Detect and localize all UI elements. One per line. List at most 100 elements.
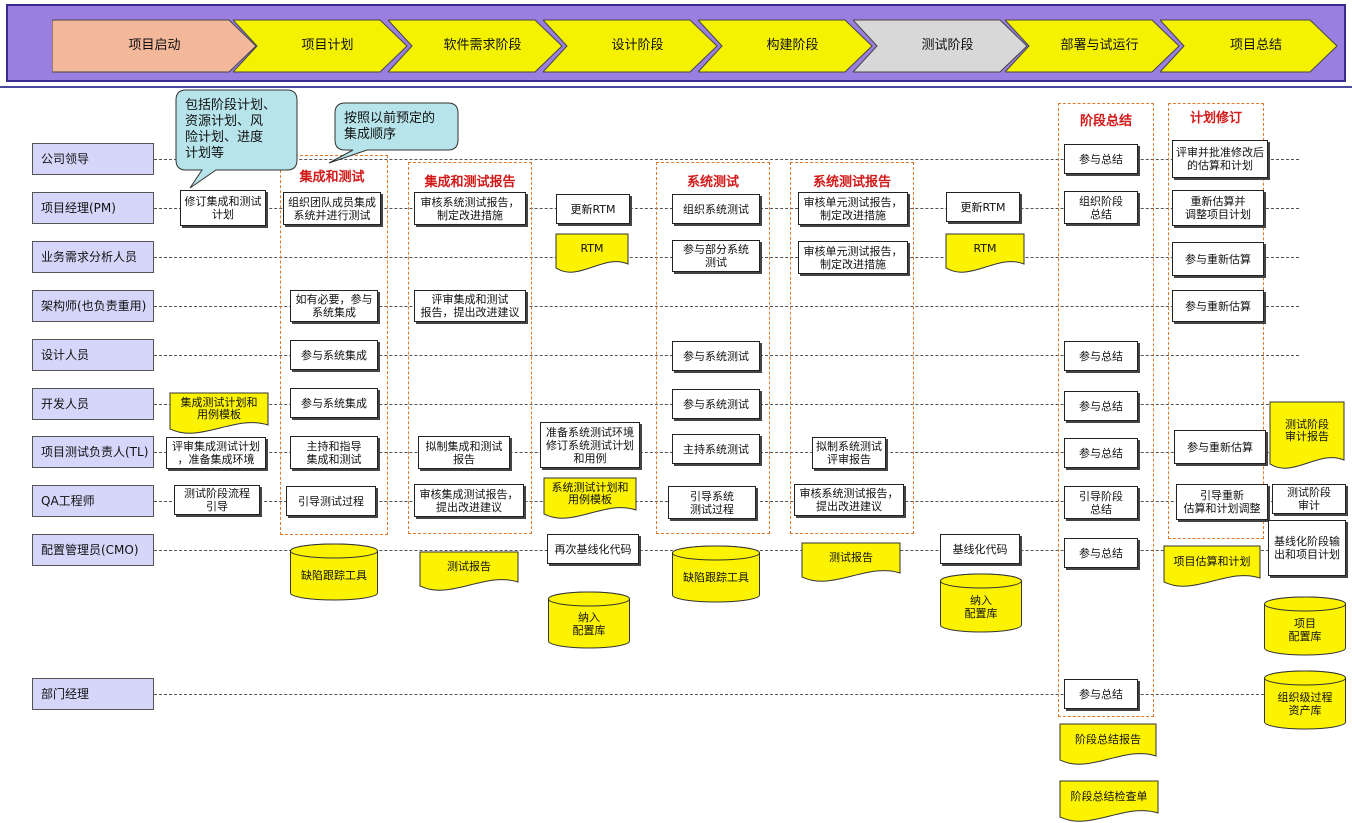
group-system-test <box>656 162 770 534</box>
callout-text: 按照以前预定的 集成顺序 <box>344 111 436 142</box>
doc-stage-sum-report[interactable]: 阶段总结报告 <box>1059 723 1157 765</box>
phase-arrow-shape <box>853 19 1028 73</box>
cylinder-config-lib-2[interactable]: 纳入 配置库 <box>940 573 1022 633</box>
step-join-sum-design[interactable]: 参与总结 <box>1064 341 1138 371</box>
step-lead-integration[interactable]: 主持和指导 集成和测试 <box>290 436 378 469</box>
phase-arrow-shape <box>233 19 408 73</box>
doc-int-test-plan-tpl[interactable]: 集成测试计划和 用例模板 <box>169 392 269 434</box>
group-title: 阶段总结 <box>1079 114 1132 129</box>
step-re-estimate[interactable]: 重新估算并 调整项目计划 <box>1172 190 1264 226</box>
doc-stage-sum-checklist[interactable]: 阶段总结检查单 <box>1059 780 1159 822</box>
phase-step-8[interactable]: 项目总结 <box>1160 19 1338 73</box>
step-join-integration-arch[interactable]: 如有必要，参与 系统集成 <box>290 290 378 322</box>
doc-label: 阶段总结报告 <box>1075 733 1141 746</box>
role-10: 部门经理 <box>32 678 154 710</box>
cylinder-config-lib-1[interactable]: 纳入 配置库 <box>548 591 630 649</box>
step-lead-sys-test[interactable]: 主持系统测试 <box>672 434 760 464</box>
step-join-re-est-tl[interactable]: 参与重新估算 <box>1174 430 1266 464</box>
cylinder-project-config-lib[interactable]: 项目 配置库 <box>1264 596 1346 656</box>
step-update-rtm-2[interactable]: 更新RTM <box>946 192 1020 222</box>
role-1: 公司领导 <box>32 143 154 175</box>
cylinder-label: 纳入 配置库 <box>572 610 606 637</box>
step-rebaseline[interactable]: 再次基线化代码 <box>547 534 639 564</box>
step-review-sys-report-qa[interactable]: 审核系统测试报告， 提出改进建议 <box>794 484 904 516</box>
callout-text: 包括阶段计划、 资源计划、风 险计划、进度 计划等 <box>185 98 277 161</box>
group-stage-summary <box>1058 103 1154 717</box>
step-join-sys-test-dev[interactable]: 参与系统测试 <box>672 389 760 419</box>
step-draft-int-report[interactable]: 拟制集成和测试 报告 <box>418 436 510 469</box>
step-guide-test[interactable]: 引导测试过程 <box>286 486 376 516</box>
phase-label: 项目计划 <box>301 38 354 53</box>
cylinder-defect-tool-1[interactable]: 缺陷跟踪工具 <box>290 543 378 601</box>
doc-rtm-2[interactable]: RTM <box>945 233 1025 273</box>
phase-arrow-shape <box>543 19 718 73</box>
step-review-unit-report-pm[interactable]: 审核单元测试报告， 制定改进措施 <box>798 192 908 225</box>
step-revise-plan[interactable]: 修订集成和测试 计划 <box>180 190 266 226</box>
step-join-re-est-ba[interactable]: 参与重新估算 <box>1172 242 1264 276</box>
step-join-sum-cmo[interactable]: 参与总结 <box>1064 538 1138 568</box>
role-7: 项目测试负责人(TL) <box>32 436 154 468</box>
header-divider <box>0 86 1352 88</box>
step-guide-re-est[interactable]: 引导重新 估算和计划调整 <box>1176 484 1268 520</box>
phase-step-2[interactable]: 项目计划 <box>233 19 408 73</box>
group-integration <box>280 155 388 535</box>
step-review-int-report-pm[interactable]: 审核系统测试报告， 制定改进措施 <box>414 192 526 225</box>
phase-label: 项目启动 <box>128 38 181 53</box>
step-prepare-env[interactable]: 准备系统测试环境 修订系统测试计划 和用例 <box>540 422 640 468</box>
step-org-system-test[interactable]: 组织系统测试 <box>672 194 760 224</box>
doc-test-report-1[interactable]: 测试报告 <box>419 551 519 591</box>
step-join-sum-dept[interactable]: 参与总结 <box>1064 679 1138 709</box>
step-approve-estimate[interactable]: 评审并批准修改后 的估算和计划 <box>1172 140 1268 178</box>
step-org-team[interactable]: 组织团队成员集成 系统并进行测试 <box>283 192 381 225</box>
group-integration-report <box>408 162 532 534</box>
step-review-int-report-qa[interactable]: 审核集成测试报告， 提出改进建议 <box>414 484 524 517</box>
step-review-unit-report-ba[interactable]: 审核单元测试报告， 制定改进措施 <box>798 241 908 274</box>
doc-label: 测试报告 <box>829 551 873 564</box>
step-baseline-output[interactable]: 基线化阶段输 出和项目计划 <box>1268 520 1346 576</box>
step-test-flow-guide[interactable]: 测试阶段流程 引导 <box>174 485 260 515</box>
phase-label: 部署与试运行 <box>1060 38 1139 53</box>
role-4: 架构师(也负责重用) <box>32 290 154 322</box>
doc-rtm-1[interactable]: RTM <box>555 233 629 273</box>
doc-test-audit-report[interactable]: 测试阶段 审计报告 <box>1269 401 1345 469</box>
phase-step-5[interactable]: 构建阶段 <box>698 19 873 73</box>
group-title: 系统测试 <box>686 175 739 190</box>
doc-proj-est-plan[interactable]: 项目估算和计划 <box>1163 545 1261 587</box>
doc-sys-test-plan-tpl[interactable]: 系统测试计划和 用例模板 <box>543 477 637 519</box>
cylinder-label: 缺陷跟踪工具 <box>683 571 749 584</box>
step-join-integration-design[interactable]: 参与系统集成 <box>290 340 378 370</box>
step-baseline-code[interactable]: 基线化代码 <box>940 534 1020 564</box>
cylinder-defect-tool-2[interactable]: 缺陷跟踪工具 <box>672 545 760 603</box>
callout-sequence-note: 按照以前预定的 集成顺序 <box>328 102 459 164</box>
step-guide-sys-test[interactable]: 引导系统 测试过程 <box>668 486 756 519</box>
step-update-rtm-1[interactable]: 更新RTM <box>556 194 630 224</box>
step-join-part-test[interactable]: 参与部分系统 测试 <box>672 240 760 272</box>
step-stage-audit[interactable]: 测试阶段 审计 <box>1272 484 1346 514</box>
step-join-sum-tl[interactable]: 参与总结 <box>1064 438 1138 468</box>
callout-plan-note: 包括阶段计划、 资源计划、风 险计划、进度 计划等 <box>175 89 298 189</box>
doc-test-report-2[interactable]: 测试报告 <box>801 542 901 582</box>
cylinder-label: 组织级过程 资产库 <box>1277 690 1333 717</box>
step-join-sys-test-design[interactable]: 参与系统测试 <box>672 341 760 371</box>
step-eval-test-plan[interactable]: 评审集成测试计划 ，准备集成环境 <box>166 437 266 469</box>
phase-step-4[interactable]: 设计阶段 <box>543 19 718 73</box>
phase-step-7[interactable]: 部署与试运行 <box>1005 19 1180 73</box>
step-join-re-est-arch[interactable]: 参与重新估算 <box>1172 290 1264 322</box>
phase-step-3[interactable]: 软件需求阶段 <box>388 19 563 73</box>
step-draft-sys-report[interactable]: 拟制系统测试 评审报告 <box>812 437 886 469</box>
phase-label: 设计阶段 <box>611 38 664 53</box>
cylinder-label: 项目 配置库 <box>1288 616 1322 643</box>
role-6: 开发人员 <box>32 388 154 420</box>
step-join-sum-dev[interactable]: 参与总结 <box>1064 391 1138 421</box>
step-org-stage-sum[interactable]: 组织阶段 总结 <box>1064 191 1138 224</box>
step-join-sum-leader[interactable]: 参与总结 <box>1064 144 1138 174</box>
phase-step-6[interactable]: 测试阶段 <box>853 19 1028 73</box>
cylinder-org-asset-lib[interactable]: 组织级过程 资产库 <box>1264 670 1346 730</box>
swimlane-line <box>154 694 1299 695</box>
step-guide-stage-sum[interactable]: 引导阶段 总结 <box>1064 486 1138 519</box>
phase-step-1[interactable]: 项目启动 <box>52 19 257 73</box>
step-join-integration-dev[interactable]: 参与系统集成 <box>290 388 378 418</box>
role-2: 项目经理(PM) <box>32 192 154 224</box>
step-eval-int-report[interactable]: 评审集成和测试 报告，提出改进建议 <box>414 290 526 322</box>
